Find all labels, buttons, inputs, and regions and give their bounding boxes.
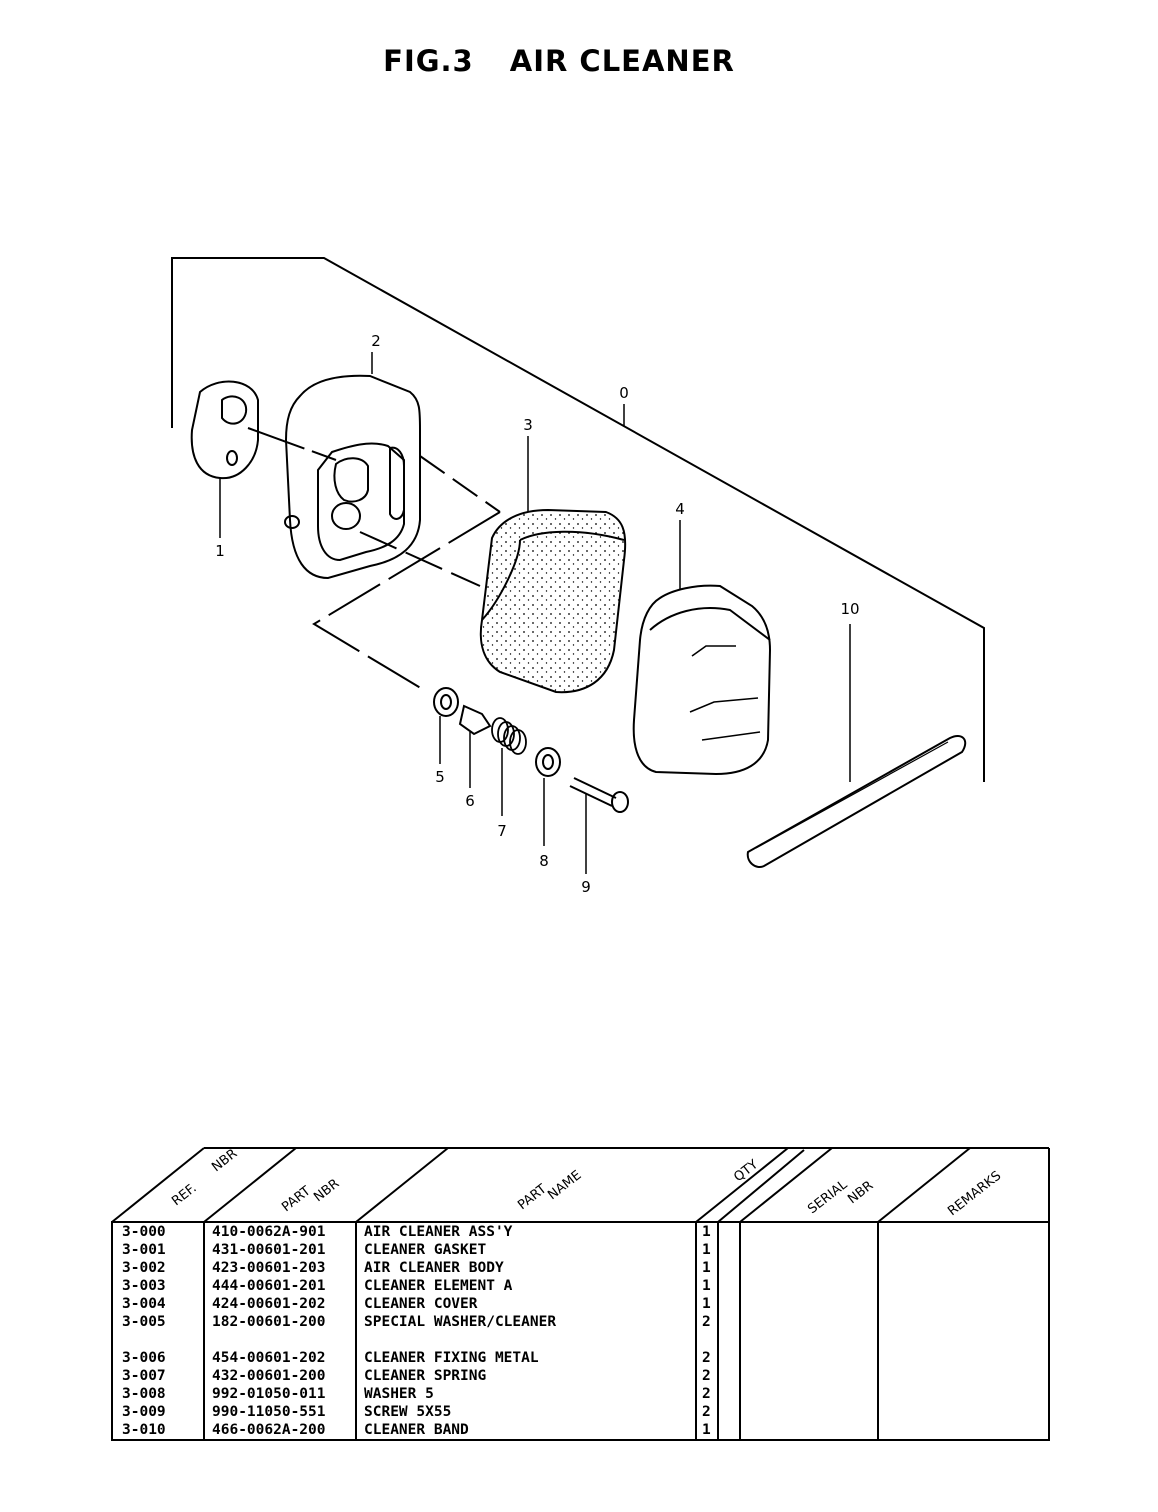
table-row: 3-008 992-01050-011 WASHER 5 2 (122, 1386, 711, 1402)
table-row: 3-009 990-11050-551 SCREW 5X55 2 (122, 1404, 711, 1420)
figure-number: FIG.3 (383, 44, 474, 78)
callout-7: 7 (497, 822, 507, 840)
cell-ref: 3-004 (122, 1296, 166, 1312)
cell-ref: 3-005 (122, 1314, 166, 1330)
header-part-nbr-b: NBR (311, 1176, 342, 1205)
header-serial-b: NBR (845, 1178, 876, 1207)
cell-part-nbr: 424-00601-202 (212, 1296, 326, 1312)
cell-qty: 1 (702, 1296, 711, 1312)
header-qty: QTY (731, 1157, 761, 1185)
cell-part-nbr: 182-00601-200 (212, 1314, 326, 1330)
table-row: 3-010 466-0062A-200 CLEANER BAND 1 (122, 1422, 711, 1438)
cell-part-name: CLEANER FIXING METAL (364, 1350, 539, 1366)
cell-part-name: CLEANER ELEMENT A (364, 1278, 513, 1294)
cell-ref: 3-000 (122, 1224, 166, 1240)
header-serial-a: SERIAL (805, 1177, 851, 1217)
figure-title: AIR CLEANER (509, 44, 735, 78)
callout-0: 0 (619, 384, 629, 402)
cell-ref: 3-007 (122, 1368, 166, 1384)
cell-qty: 1 (702, 1242, 711, 1258)
header-ref-b: NBR (209, 1146, 240, 1175)
cell-part-name: CLEANER SPRING (364, 1368, 486, 1384)
table-row: 3-002 423-00601-203 AIR CLEANER BODY 1 (122, 1260, 711, 1276)
header-part-name-a: PART (515, 1182, 549, 1214)
callout-1: 1 (215, 542, 225, 560)
table-row: 3-006 454-00601-202 CLEANER FIXING METAL 2 (122, 1350, 711, 1366)
callout-10: 10 (840, 600, 859, 618)
cell-ref: 3-008 (122, 1386, 166, 1402)
cell-part-nbr: 410-0062A-901 (212, 1224, 326, 1240)
cell-part-name: AIR CLEANER ASS'Y (364, 1224, 513, 1240)
table-row: 3-004 424-00601-202 CLEANER COVER 1 (122, 1296, 711, 1312)
cell-ref: 3-001 (122, 1242, 166, 1258)
cell-qty: 2 (702, 1314, 711, 1330)
cell-ref: 3-010 (122, 1422, 166, 1438)
cell-part-nbr: 432-00601-200 (212, 1368, 326, 1384)
cell-qty: 1 (702, 1224, 711, 1240)
table-row: 3-007 432-00601-200 CLEANER SPRING 2 (122, 1368, 711, 1384)
callout-4: 4 (675, 500, 685, 518)
header-part-name-b: NAME (545, 1168, 584, 1203)
cell-part-name: AIR CLEANER BODY (364, 1260, 504, 1276)
callout-3: 3 (523, 416, 533, 434)
cell-ref: 3-003 (122, 1278, 166, 1294)
table-row: 3-005 182-00601-200 SPECIAL WASHER/CLEANER… (122, 1314, 711, 1330)
cell-qty: 2 (702, 1386, 711, 1402)
cell-qty: 2 (702, 1404, 711, 1420)
cell-part-name: CLEANER COVER (364, 1296, 478, 1312)
cell-part-name: WASHER 5 (364, 1386, 434, 1402)
table-row: 3-001 431-00601-201 CLEANER GASKET 1 (122, 1242, 711, 1258)
cell-part-nbr: 454-00601-202 (212, 1350, 326, 1366)
cell-part-nbr: 444-00601-201 (212, 1278, 326, 1294)
cell-part-name: CLEANER GASKET (364, 1242, 486, 1258)
cell-part-name: SCREW 5X55 (364, 1404, 451, 1420)
cell-part-nbr: 466-0062A-200 (212, 1422, 326, 1438)
cell-qty: 2 (702, 1350, 711, 1366)
callout-8: 8 (539, 852, 549, 870)
cell-part-nbr: 423-00601-203 (212, 1260, 326, 1276)
callout-9: 9 (581, 878, 591, 896)
cell-part-nbr: 992-01050-011 (212, 1386, 326, 1402)
callout-5: 5 (435, 768, 445, 786)
cell-ref: 3-006 (122, 1350, 166, 1366)
cell-qty: 1 (702, 1278, 711, 1294)
header-part-nbr-a: PART (279, 1184, 313, 1216)
table-row: 3-000 410-0062A-901 AIR CLEANER ASS'Y 1 (122, 1224, 711, 1240)
table-row: 3-003 444-00601-201 CLEANER ELEMENT A 1 (122, 1278, 711, 1294)
callout-6: 6 (465, 792, 475, 810)
cell-qty: 2 (702, 1368, 711, 1384)
cell-part-nbr: 990-11050-551 (212, 1404, 326, 1420)
page-title: FIG.3 AIR CLEANER (0, 44, 1118, 78)
cell-qty: 1 (702, 1260, 711, 1276)
cell-qty: 1 (702, 1422, 711, 1438)
header-ref-a: REF. (169, 1181, 199, 1209)
cell-ref: 3-009 (122, 1404, 166, 1420)
cell-ref: 3-002 (122, 1260, 166, 1276)
exploded-diagram: 0 1 2 3 4 5 6 7 8 9 10 (171, 257, 985, 896)
cell-part-name: CLEANER BAND (364, 1422, 469, 1438)
cell-part-nbr: 431-00601-201 (212, 1242, 326, 1258)
header-remarks: REMARKS (945, 1168, 1004, 1219)
callout-2: 2 (371, 332, 381, 350)
cell-part-name: SPECIAL WASHER/CLEANER (364, 1314, 556, 1330)
